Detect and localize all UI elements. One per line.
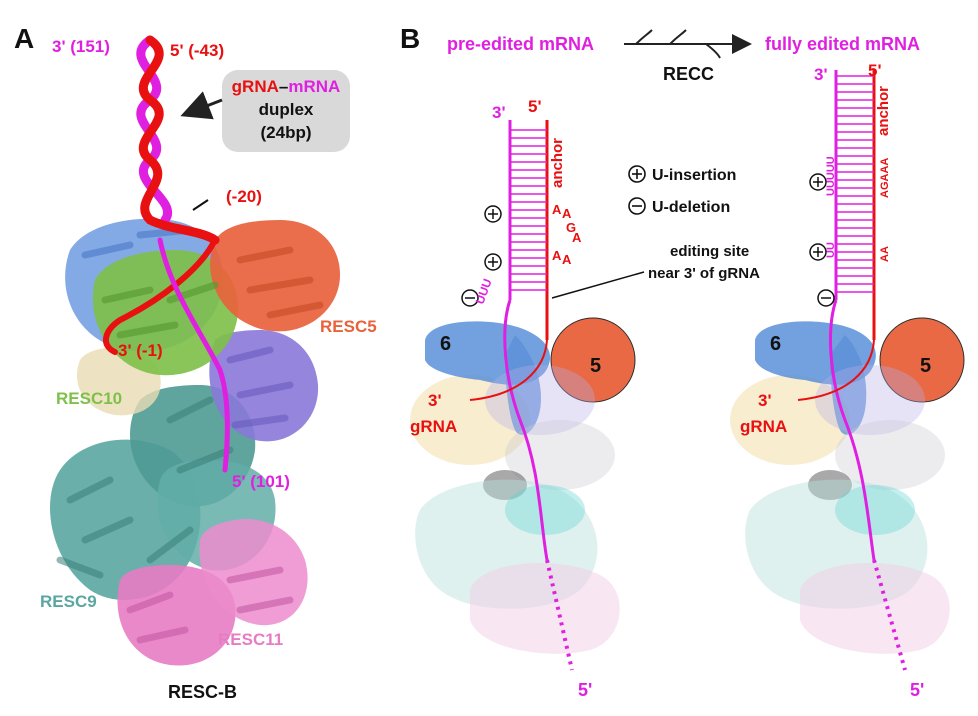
resc9-label: RESC9 [40,592,97,611]
left-grna-word: gRNA [410,417,457,436]
left-mrna-5: 5' [578,680,592,700]
left-mrna-3: 3' [492,103,506,122]
right-mrna-5: 5' [910,680,924,700]
edit-markers-left [461,205,502,307]
right-anchor-label: anchor [875,86,892,136]
pos-minus20-label: (-20) [226,187,262,206]
plus-circle-icon [628,165,646,183]
left-anchor-label: anchor [549,138,566,188]
editing-site-line2: near 3' of gRNA [648,265,760,282]
left-base-5: A [552,248,562,263]
left-base-1: A [552,202,562,217]
left-base-4: A [572,230,582,245]
right-resc6-label: 6 [770,333,781,355]
left-base-6: A [562,252,572,267]
pre-edited-label: pre-edited mRNA [447,34,594,54]
duplex-word: duplex [259,100,314,119]
right-grna-3: 3' [758,391,772,410]
minus-circle-icon [628,197,646,215]
right-grna-word: gRNA [740,417,787,436]
right-uuuuu: UUUUU [825,156,837,196]
left-base-3: G [566,220,576,235]
duplex-arrow [180,91,223,120]
duplex-mrna-text: mRNA [288,77,340,96]
fully-edited-label: fully edited mRNA [765,34,920,54]
legend-deletion: U-deletion [652,199,730,216]
resc5-shape [550,317,636,403]
right-uu: UU [825,242,837,258]
resc10-label: RESC10 [56,389,122,408]
right-aa: AA [879,246,891,262]
right-grna-5: 5' [868,61,882,80]
duplex-grna-text: gRNA [232,77,279,96]
duplex-title: gRNA–mRNA [232,77,341,96]
panel-a-letter: A [14,23,34,54]
left-grna-5: 5' [528,97,542,116]
duplex-bp: (24bp) [261,123,312,142]
recc-arrows [624,29,752,59]
grna-5-end-label: 5' (-43) [170,41,224,60]
right-resc5-label: 5 [920,355,931,377]
editing-site-line1: editing site [670,243,749,260]
legend-insertion: U-insertion [652,167,736,184]
duplex-callout [222,70,350,152]
right-mrna-3: 3' [814,65,828,84]
duplex-dash-text: – [279,77,288,96]
mrna-5-end-label: 5' (101) [232,472,290,491]
resc11-label: RESC11 [218,630,283,649]
recc-label: RECC [663,64,714,84]
mrna-3-end-label: 3' (151) [52,37,110,56]
right-agaaa: AGAAA [879,158,891,198]
right-schematic [730,70,965,671]
editing-site-pointer [551,271,645,299]
left-resc5-label: 5 [590,355,601,377]
left-base-2: A [562,206,572,221]
complex-label: RESC-B [168,682,237,702]
left-uuu: UUU [473,277,495,306]
left-grna-3: 3' [428,391,442,410]
grna-3-end-label: 3' (-1) [118,341,163,360]
left-schematic [410,120,636,671]
panel-b-letter: B [400,23,420,54]
legend: U-insertion U-deletion [628,165,736,216]
left-resc6-label: 6 [440,333,451,355]
panel-a-structure [50,35,340,666]
edit-markers-right [809,173,835,307]
resc5-label: RESC5 [320,317,377,336]
